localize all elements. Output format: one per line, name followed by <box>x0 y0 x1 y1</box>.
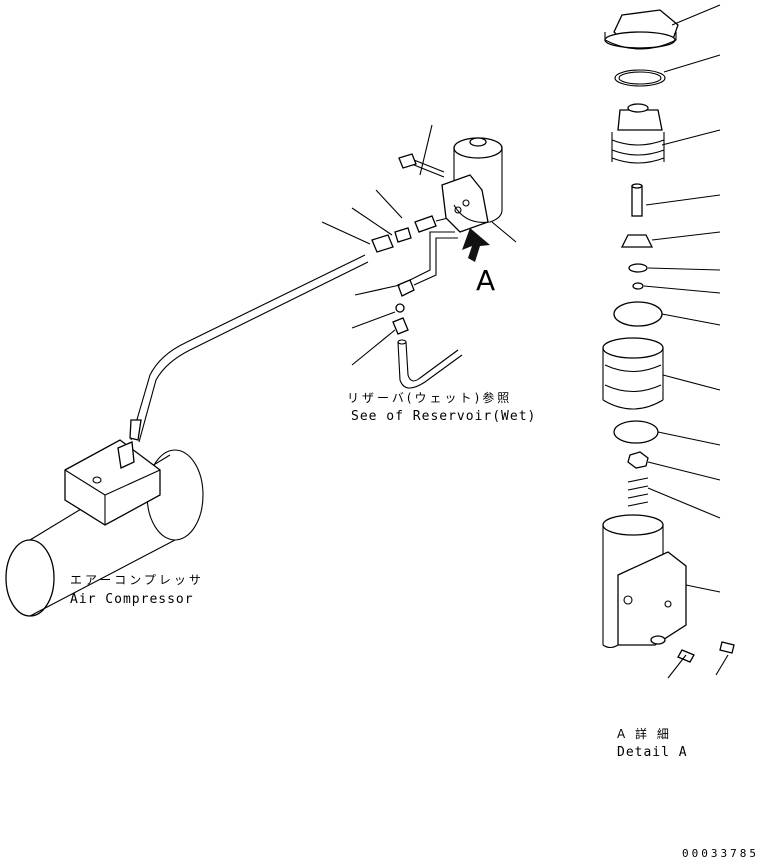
drawing-number: 00033785 <box>682 847 759 858</box>
reservoir-reference-jp: リザーバ(ウェット)参照 <box>347 390 512 405</box>
reservoir-reference-en: See of Reservoir(Wet) <box>351 409 536 424</box>
pipe-fittings <box>371 215 449 253</box>
detail-a-exploded-view <box>602 9 735 663</box>
compressor-label-jp: エアーコンプレッサ <box>70 573 204 587</box>
detail-label-jp: A 詳 細 <box>617 726 672 741</box>
air-compressor <box>5 439 204 617</box>
compressor-label-en: Air Compressor <box>70 592 194 607</box>
leader-lines-detail <box>643 4 729 679</box>
view-arrow-letter: A <box>476 264 495 297</box>
leader-lines-main <box>321 124 517 366</box>
detail-label-en: Detail A <box>617 745 688 760</box>
delivery-pipe <box>129 254 369 443</box>
hose-connection <box>392 303 463 389</box>
unloader-valve-assembly <box>397 137 503 297</box>
